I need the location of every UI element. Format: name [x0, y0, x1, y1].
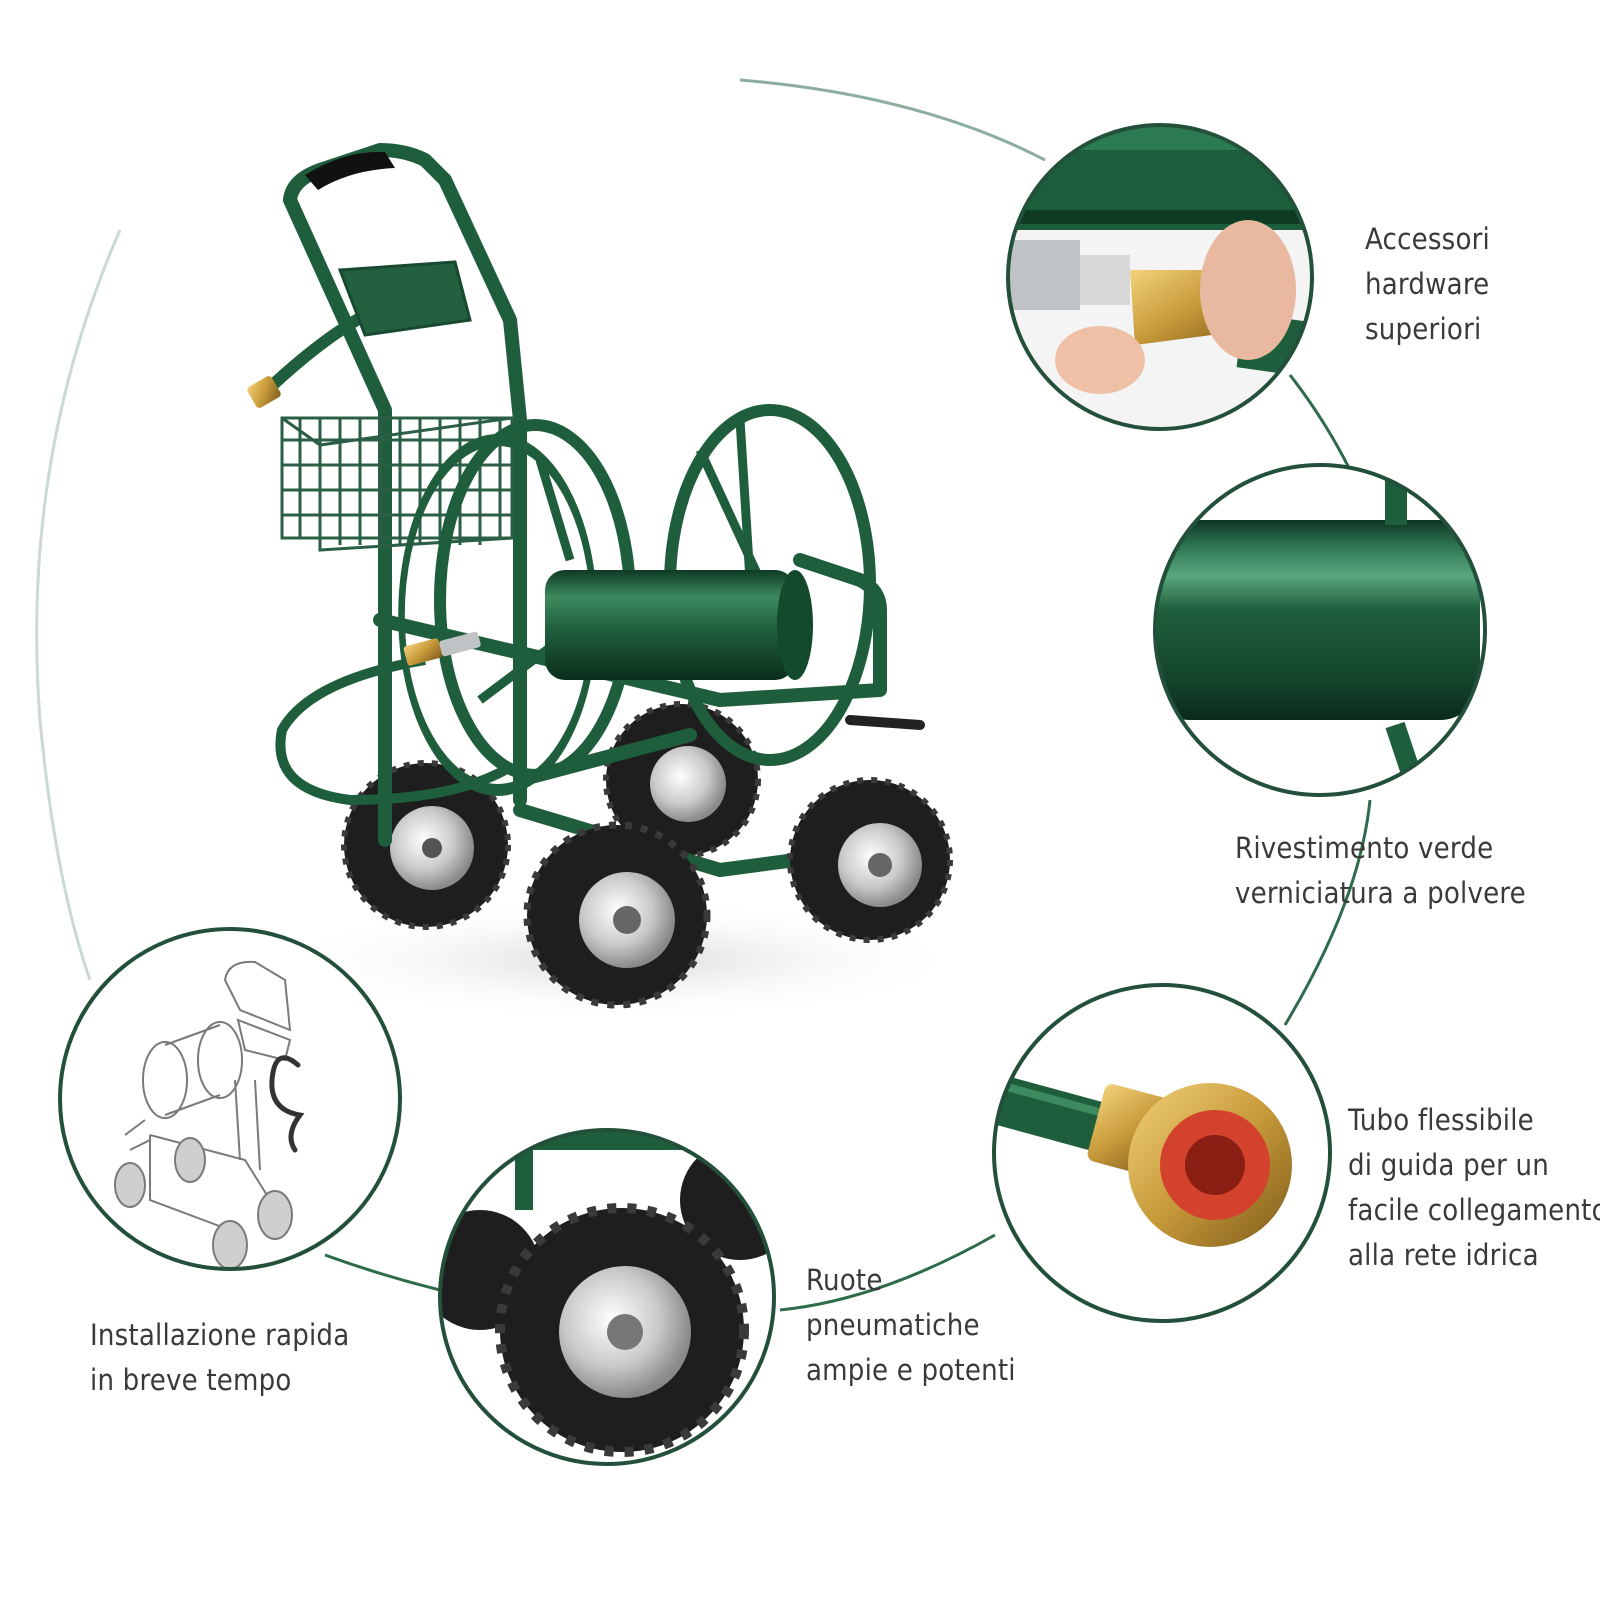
detail-wheel-image — [438, 1128, 776, 1466]
feature-line: Installazione rapida — [90, 1318, 350, 1352]
feature-line: di guida per un — [1348, 1148, 1550, 1182]
feature-line: pneumatiche — [806, 1308, 980, 1342]
feature-label-coating: Rivestimento verde verniciatura a polver… — [1235, 826, 1526, 916]
feature-line: Rivestimento verde — [1235, 831, 1494, 865]
feature-label-hardware: Accessori hardware superiori — [1365, 217, 1490, 352]
feature-line: superiori — [1365, 312, 1482, 346]
feature-line: verniciatura a polvere — [1235, 876, 1526, 910]
feature-line: alla rete idrica — [1348, 1238, 1539, 1272]
hose-reel-cart — [247, 143, 970, 1020]
feature-label-wheels: Ruote pneumatiche ampie e potenti — [806, 1258, 1016, 1393]
feature-line: Tubo flessibile — [1348, 1103, 1534, 1137]
feature-line: facile collegamento — [1348, 1193, 1600, 1227]
detail-installation-image — [58, 927, 402, 1271]
detail-hose-image — [992, 983, 1332, 1323]
detail-coating-image — [1153, 463, 1487, 797]
feature-label-hose: Tubo flessibile di guida per un facile c… — [1348, 1098, 1600, 1278]
reel-drum — [398, 404, 876, 796]
feature-label-installation: Installazione rapida in breve tempo — [90, 1313, 349, 1403]
feature-line: in breve tempo — [90, 1363, 292, 1397]
feature-line: hardware — [1365, 267, 1490, 301]
front-right-wheel — [787, 777, 953, 943]
detail-hardware-image — [1006, 123, 1314, 431]
feature-line: ampie e potenti — [806, 1353, 1016, 1387]
connector-arcs — [35, 78, 1372, 1312]
front-left-wheel — [523, 821, 711, 1009]
feature-line: Ruote — [806, 1263, 883, 1297]
feature-line: Accessori — [1365, 222, 1490, 256]
